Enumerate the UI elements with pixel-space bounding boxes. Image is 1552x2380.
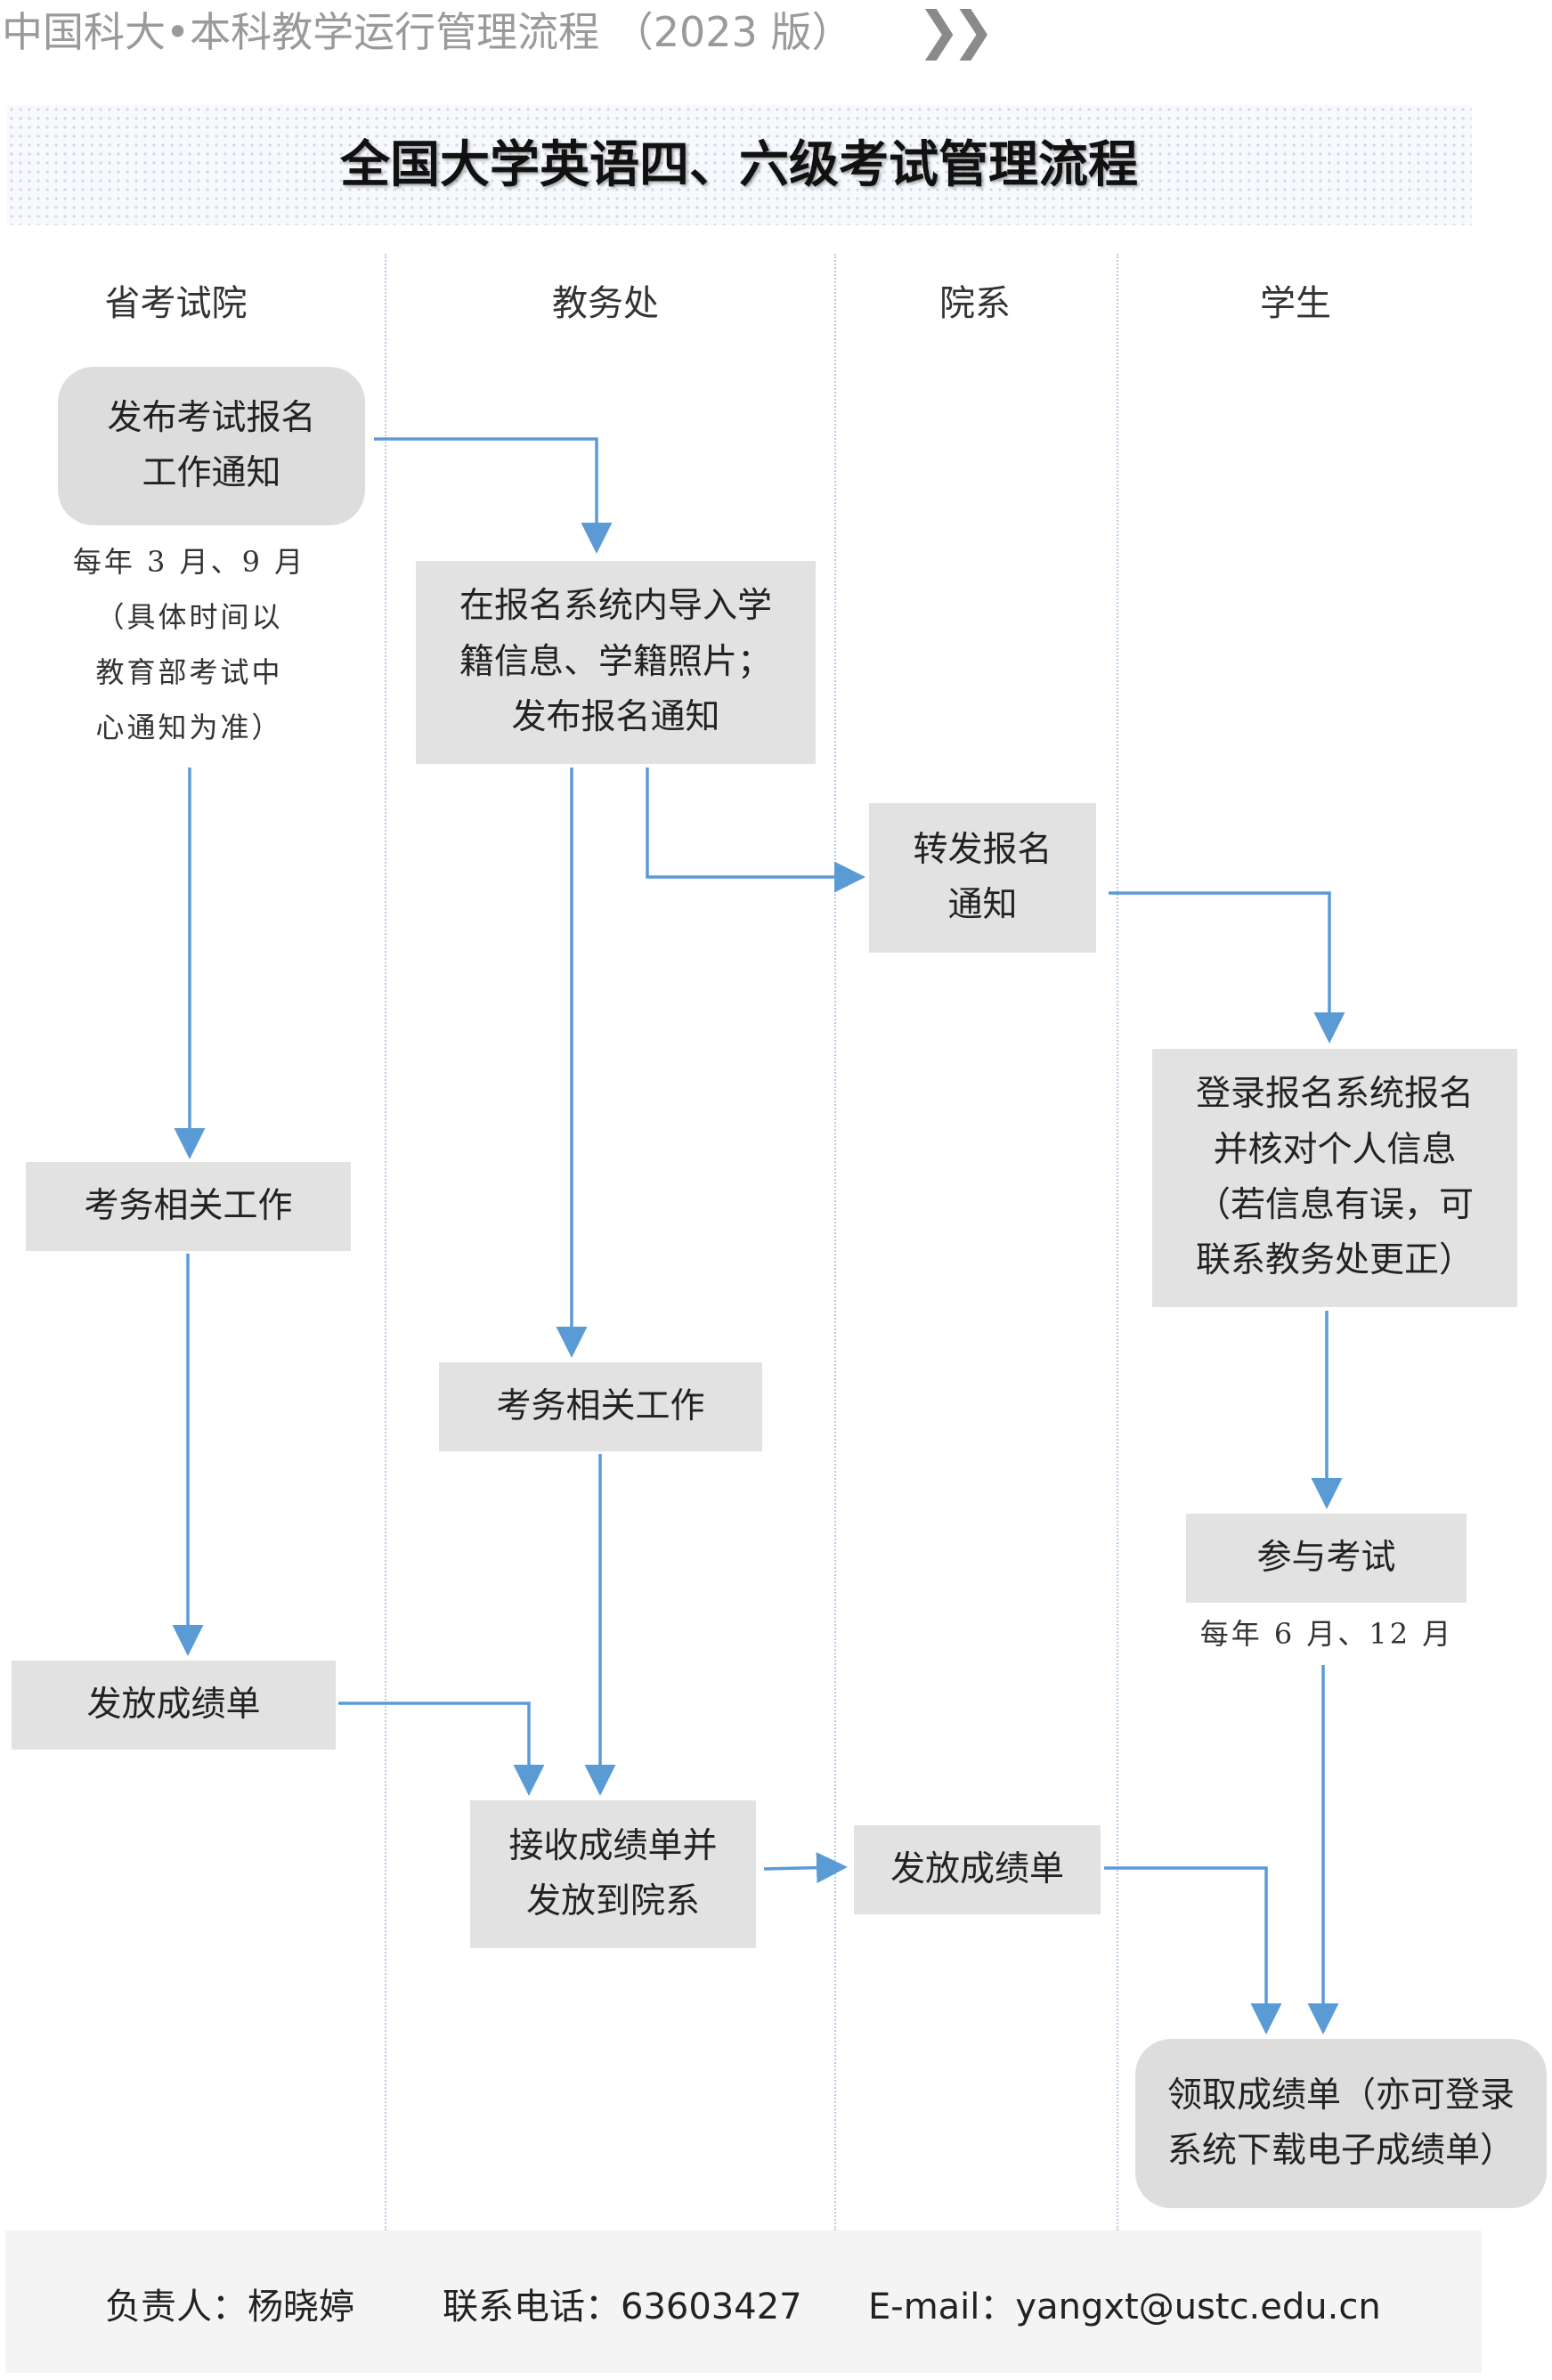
lane-label-department: 院系 — [939, 283, 1011, 324]
document-header: 中国科大•本科教学运行管理流程 （2023 版） — [2, 8, 853, 56]
box-issue-scores-province: 发放成绩单 — [12, 1661, 336, 1750]
lane-divider — [834, 254, 836, 2230]
footer-email[interactable]: E-mail：yangxt@ustc.edu.cn — [868, 2287, 1381, 2327]
page-title: 全国大学英语四、六级考试管理流程 — [340, 136, 1138, 194]
box-import-student-info: 在报名系统内导入学 籍信息、学籍照片； 发布报名通知 — [416, 561, 816, 764]
arrow-department-issue-to-collect — [1104, 1866, 1282, 2035]
box-publish-notice: 发布考试报名 工作通知 — [58, 367, 365, 525]
footer-contact-bar — [5, 2230, 1482, 2373]
lane-label-student: 学生 — [1260, 283, 1331, 324]
lane-label-province-exam-office: 省考试院 — [104, 283, 248, 324]
box-student-register: 登录报名系统报名 并核对个人信息 （若信息有误，可 联系教务处更正） — [1152, 1049, 1517, 1307]
arrow-issue-scores-to-receive — [338, 1702, 545, 1796]
box-forward-notice: 转发报名 通知 — [869, 803, 1096, 953]
box-issue-scores-department: 发放成绩单 — [854, 1825, 1101, 1914]
box-receive-and-distribute-scores: 接收成绩单并 发放到院系 — [470, 1800, 756, 1948]
lane-divider — [385, 254, 386, 2230]
footer-owner: 负责人：杨晓婷 — [105, 2287, 354, 2327]
box-exam-work-office: 考务相关工作 — [439, 1362, 762, 1451]
box-collect-scores: 领取成绩单（亦可登录 系统下载电子成绩单） — [1135, 2039, 1547, 2208]
arrow-publish-to-import — [374, 437, 613, 554]
lane-divider — [1117, 254, 1118, 2230]
note-notice-time: 每年 3 月、9 月 （具体时间以 教育部考试中 心通知为准） — [72, 545, 306, 744]
arrow-receive-to-department-issue — [763, 1852, 848, 1884]
box-take-exam: 参与考试 — [1186, 1514, 1467, 1603]
double-chevron-icon: ❯❯ — [917, 0, 995, 61]
note-exam-time: 每年 6 月、12 月 — [1199, 1617, 1454, 1651]
arrow-forward-to-student-register — [1109, 891, 1345, 1044]
footer-phone: 联系电话：63603427 — [443, 2287, 802, 2327]
title-band — [7, 105, 1472, 225]
lane-label-academic-affairs: 教务处 — [552, 283, 659, 324]
arrow-import-to-forward — [646, 768, 865, 893]
box-exam-work-province: 考务相关工作 — [26, 1162, 351, 1251]
